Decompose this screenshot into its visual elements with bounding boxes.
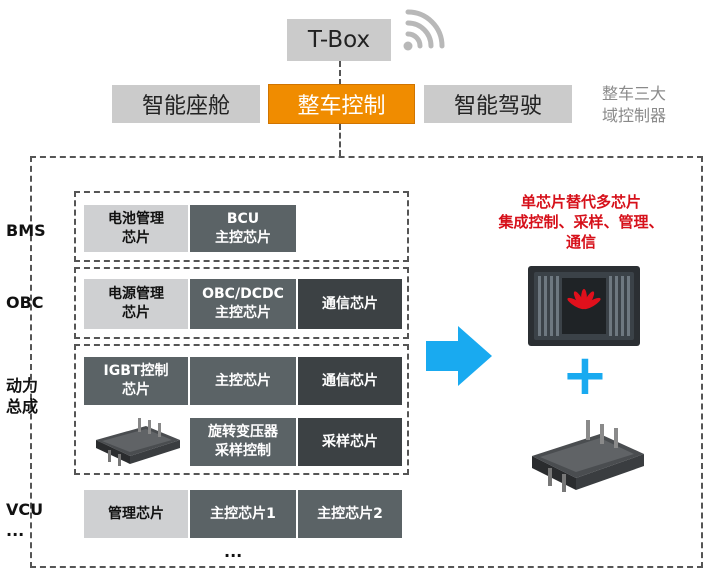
chip-main-control-1: 主控芯片1 xyxy=(190,490,296,538)
igbt-module-small-icon xyxy=(96,418,180,466)
domain-cockpit-label: 智能座舱 xyxy=(141,94,230,119)
side-label-obc: OBC xyxy=(6,293,44,312)
side-label-powertrain: 动力 总成 xyxy=(6,376,39,416)
domain-vehicle-control-label: 整车控制 xyxy=(297,94,386,119)
vehicle-control-container xyxy=(30,156,703,568)
chip-communication-obc: 通信芯片 xyxy=(298,279,402,329)
chip-communication-powertrain: 通信芯片 xyxy=(298,357,402,405)
arrow-right-icon xyxy=(426,326,492,386)
group-bms xyxy=(74,191,409,262)
domain-vehicle-control: 整车控制 xyxy=(268,84,415,124)
chip-main-control-2: 主控芯片2 xyxy=(298,490,402,538)
chip-resolver-sampling: 旋转变压器 采样控制 xyxy=(190,418,296,466)
plus-sign: + xyxy=(561,343,609,408)
connector-tbox xyxy=(339,61,341,85)
integration-caption: 单芯片替代多芯片 集成控制、采样、管理、 通信 xyxy=(498,193,664,251)
connector-vehicle-control xyxy=(339,124,341,156)
chip-sampling: 采样芯片 xyxy=(298,418,402,466)
side-label-vcu: VCU ... xyxy=(6,500,44,540)
side-label-bms: BMS xyxy=(6,221,46,240)
chip-battery-management: 电池管理 芯片 xyxy=(84,205,188,252)
domain-driving: 智能驾驶 xyxy=(424,85,572,123)
chip-management-vcu: 管理芯片 xyxy=(84,490,188,538)
integrated-soc-chip-icon xyxy=(528,266,640,346)
chip-bcu-main: BCU 主控芯片 xyxy=(190,205,296,252)
domain-cockpit: 智能座舱 xyxy=(112,85,260,123)
vcu-more-dots: ... xyxy=(224,542,243,561)
tbox-label-box: T-Box xyxy=(287,19,391,61)
chip-power-management: 电源管理 芯片 xyxy=(84,279,188,329)
igbt-module-large-icon xyxy=(532,420,644,492)
wifi-icon xyxy=(403,9,445,51)
tbox-label: T-Box xyxy=(307,27,371,53)
group-powertrain xyxy=(74,344,409,475)
chip-obc-dcdc-main: OBC/DCDC 主控芯片 xyxy=(190,279,296,329)
chip-main-control-powertrain: 主控芯片 xyxy=(190,357,296,405)
domain-driving-label: 智能驾驶 xyxy=(453,94,542,119)
chip-igbt-control: IGBT控制 芯片 xyxy=(84,357,188,405)
group-obc xyxy=(74,267,409,339)
domain-note: 整车三大 域控制器 xyxy=(602,84,667,125)
